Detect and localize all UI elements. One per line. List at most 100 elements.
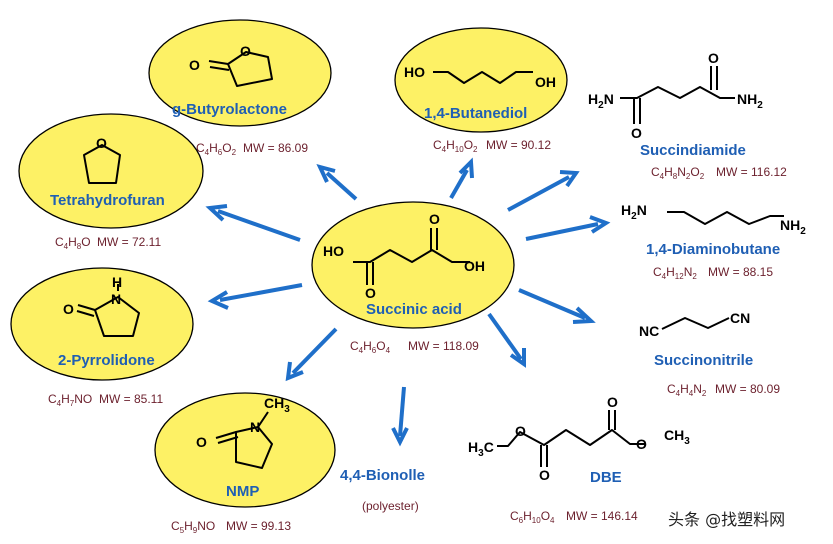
- dab-structure: [667, 211, 784, 225]
- arrow-to-dbe: [487, 312, 526, 368]
- watermark: 头条 @找塑料网: [668, 510, 785, 529]
- molecular-weight: MW = 85.11: [99, 392, 163, 406]
- molecular-weight: MW = 88.15: [708, 265, 773, 279]
- pyrrolidone-structure: [94, 296, 140, 337]
- compound-name: 1,4-Diaminobutane: [646, 241, 780, 258]
- pyrrolidone-node: H N O 2-Pyrrolidone C4H7NO MW = 85.11: [10, 267, 194, 408]
- atom-label: H2N: [588, 91, 614, 111]
- atom-label: O: [189, 57, 200, 73]
- compound-name: 1,4-Butanediol: [424, 105, 527, 122]
- atom-label: N: [111, 291, 121, 307]
- arrow-to-sn: [518, 288, 596, 324]
- thf-structure: [83, 144, 121, 184]
- arrow-to-bdo: [449, 157, 474, 199]
- succindiamide-structure: [620, 86, 735, 99]
- succinic-acid-structure: [353, 249, 470, 263]
- formula: C4H6O4: [350, 339, 391, 355]
- atom-label: OH: [464, 258, 485, 274]
- arrow-to-succindiamide: [507, 170, 580, 212]
- atom-label: H3C: [468, 439, 494, 459]
- atom-label: OH: [535, 74, 556, 90]
- arrow-to-dab: [525, 215, 611, 241]
- bionolle-node: 4,4-Bionolle (polyester): [340, 467, 425, 513]
- compound-name: 2-Pyrrolidone: [58, 352, 155, 369]
- nmp-structure: [235, 426, 273, 469]
- atom-label: O: [515, 423, 526, 439]
- thf-ellipse: [18, 113, 204, 229]
- atom-label: O: [96, 135, 107, 151]
- atom-label: N: [250, 419, 260, 435]
- bdo-ellipse: [394, 27, 568, 133]
- succinic-acid-ellipse: [311, 201, 515, 329]
- sn-structure: [661, 317, 730, 330]
- bdo-structure: [433, 71, 533, 84]
- nmp-ellipse: [154, 392, 336, 508]
- atom-label: H: [112, 274, 122, 290]
- compound-name: Succinic acid: [366, 301, 462, 318]
- atom-label: O: [429, 211, 440, 227]
- atom-label: O: [539, 467, 550, 483]
- formula: C6H10O4: [510, 509, 555, 525]
- molecular-weight: MW = 146.14: [566, 509, 638, 523]
- dbe-structure: [497, 429, 645, 447]
- thf-node: O Tetrahydrofuran C4H8O MW = 72.11: [18, 113, 204, 251]
- molecular-weight: MW = 116.12: [716, 165, 787, 179]
- gbl-node: O O g-Butyrolactone C4H6O2 MW = 86.09: [148, 19, 332, 157]
- formula: C4H4N2: [667, 382, 707, 398]
- molecular-weight: MW = 80.09: [715, 382, 780, 396]
- atom-label: O: [607, 394, 618, 410]
- compound-name: g-Butyrolactone: [172, 101, 287, 118]
- molecular-weight: MW = 72.11: [97, 235, 161, 249]
- atom-label: O: [240, 43, 251, 59]
- gbl-ellipse: [148, 19, 332, 127]
- molecular-weight: MW = 86.09: [243, 141, 308, 155]
- compound-name: Succindiamide: [640, 142, 746, 159]
- atom-label: HO: [404, 64, 425, 80]
- atom-label: NC: [639, 323, 659, 339]
- arrow-to-thf: [205, 204, 301, 242]
- atom-label: NH2: [737, 91, 763, 111]
- compound-name: Succinonitrile: [654, 352, 753, 369]
- atom-label: CH3: [264, 395, 290, 415]
- bdo-node: HO OH 1,4-Butanediol C4H10O2 MW = 90.12: [394, 27, 568, 154]
- formula: C4H10O2: [433, 138, 478, 154]
- dab-node: H2N NH2 1,4-Diaminobutane C4H12N2 MW = 8…: [621, 202, 806, 281]
- atom-label: NH2: [780, 217, 806, 237]
- formula: C4H8N2O2: [651, 165, 705, 181]
- pyrrolidone-ellipse: [10, 267, 194, 381]
- atom-label: H2N: [621, 202, 647, 222]
- succinic-acid-node: HO OH O O Succinic acid C4H6O4 MW = 118.…: [311, 201, 515, 355]
- compound-name: Tetrahydrofuran: [50, 192, 165, 209]
- succindiamide-node: H2N NH2 O O Succindiamide C4H8N2O2 MW = …: [588, 50, 787, 181]
- polymer-note: (polyester): [362, 499, 419, 513]
- reaction-arrows: [205, 157, 611, 447]
- arrow-to-nmp: [285, 327, 338, 382]
- nmp-node: CH3 N O NMP C5H9NO MW = 99.13: [154, 392, 336, 535]
- formula: C4H12N2: [653, 265, 697, 281]
- atom-label: HO: [323, 243, 344, 259]
- gbl-structure: [227, 51, 273, 87]
- arrow-to-pyrrolidone: [207, 283, 303, 310]
- atom-label: O: [636, 436, 647, 452]
- formula: C4H7NO: [48, 392, 92, 408]
- compound-name: 4,4-Bionolle: [340, 467, 425, 484]
- atom-label: O: [63, 301, 74, 317]
- atom-label: O: [365, 285, 376, 301]
- formula: C4H6O2: [196, 141, 237, 157]
- sn-node: NC CN Succinonitrile C4H4N2 MW = 80.09: [639, 310, 780, 398]
- compound-name: NMP: [226, 483, 259, 500]
- dbe-node: H3C CH3 O O O O DBE C6H10O4 MW = 146.14: [468, 394, 690, 525]
- molecular-weight: MW = 90.12: [486, 138, 551, 152]
- arrow-to-gbl: [316, 163, 358, 201]
- molecular-weight: MW = 118.09: [408, 339, 479, 353]
- compound-name: DBE: [590, 469, 622, 486]
- atom-label: CN: [730, 310, 750, 326]
- molecular-weight: MW = 99.13: [226, 519, 291, 533]
- arrow-to-bionolle: [391, 386, 409, 447]
- atom-label: O: [708, 50, 719, 66]
- atom-label: O: [196, 434, 207, 450]
- atom-label: O: [631, 125, 642, 141]
- formula: C4H8O: [55, 235, 91, 251]
- atom-label: CH3: [664, 427, 690, 447]
